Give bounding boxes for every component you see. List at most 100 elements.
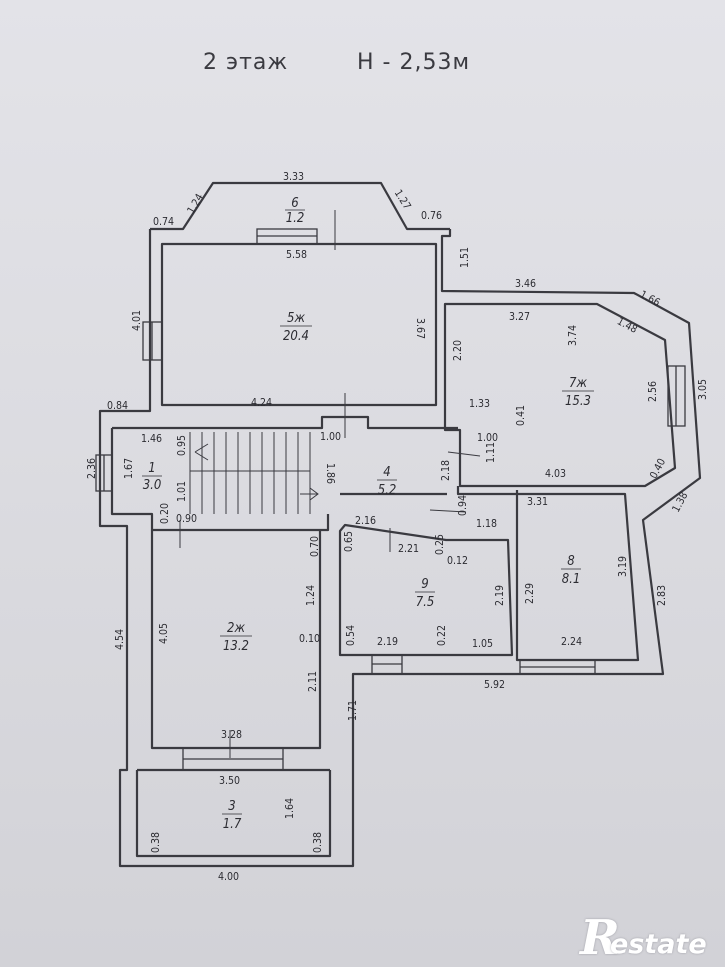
watermark-initial: R	[580, 910, 620, 966]
dim-label: 4.01	[131, 310, 143, 331]
dim-label: 2.11	[307, 671, 319, 692]
dim-label: 1.46	[141, 433, 162, 445]
room-1: 1 3.0	[142, 461, 162, 493]
room-5-number: 5ж	[287, 311, 305, 326]
dim-label: 3.74	[567, 325, 579, 346]
dim-label: 0.95	[176, 435, 188, 456]
room-3-number: 3	[228, 799, 235, 814]
dim-label: 2.20	[452, 340, 464, 361]
dim-label: 3.33	[283, 171, 304, 183]
dimension-labels: 3.33 1.24 1.27 0.74 0.76 5.58 1.51 4.01 …	[86, 171, 709, 883]
dim-label: 3.50	[219, 775, 240, 787]
dim-label: 0.40	[648, 457, 668, 481]
dim-label: 1.64	[284, 798, 296, 819]
dim-label: 1.33	[469, 398, 490, 410]
dim-label: 5.92	[484, 679, 505, 691]
wall-room-9	[338, 523, 514, 657]
dim-label: 2.19	[494, 585, 506, 606]
room-6: 6 1.2	[285, 196, 305, 226]
dim-label: 0.10	[299, 633, 320, 645]
room-5-area: 20.4	[283, 329, 309, 344]
dim-label: 0.22	[436, 625, 448, 646]
room-3-area: 1.7	[223, 817, 242, 832]
windows	[95, 228, 686, 771]
dim-label: 0.94	[457, 495, 469, 516]
room-6-number: 6	[291, 196, 298, 211]
dim-label: 2.18	[440, 460, 452, 481]
dim-label: 3.46	[515, 278, 536, 290]
dim-label: 1.00	[477, 432, 498, 444]
dim-label: 0.38	[150, 832, 162, 853]
room-8-number: 8	[567, 554, 574, 569]
dim-label: 0.54	[345, 625, 357, 646]
dim-label: 0.20	[159, 503, 171, 524]
dim-label: 3.27	[509, 311, 530, 323]
dim-label: 2.29	[524, 583, 536, 604]
wall-bay-6	[150, 181, 450, 231]
dim-label: 0.38	[312, 832, 324, 853]
door-marks	[179, 210, 481, 758]
dim-label: 2.24	[561, 636, 582, 648]
dim-label: 1.86	[324, 463, 336, 484]
wall-hall-bottom	[110, 428, 330, 532]
dim-label: 2.56	[647, 381, 659, 402]
wall-outline	[98, 229, 702, 868]
dim-label: 3.05	[697, 379, 709, 400]
dim-label: 4.24	[251, 397, 272, 409]
watermark-text: estate	[610, 929, 707, 960]
dim-label: 4.00	[218, 871, 239, 883]
wall-room-3	[135, 770, 332, 858]
dim-label: 2.16	[355, 515, 376, 527]
dim-label: 0.74	[153, 216, 174, 228]
ceiling-height-title: Н - 2,53м	[357, 50, 471, 75]
room-8-area: 8.1	[562, 572, 581, 587]
room-4-area: 5.2	[378, 483, 397, 498]
room-9: 9 7.5	[415, 577, 435, 610]
dim-label: 2.21	[398, 543, 419, 555]
dim-label: 1.48	[615, 315, 639, 335]
dim-label: 3.31	[527, 496, 548, 508]
room-5: 5ж 20.4	[280, 311, 312, 344]
dim-label: 3.28	[221, 729, 242, 741]
dim-label: 0.41	[515, 405, 527, 426]
room-3: 3 1.7	[222, 799, 242, 832]
dim-label: 2.83	[656, 585, 668, 606]
dim-label: 0.65	[343, 531, 355, 552]
dim-label: 1.38	[670, 490, 690, 514]
room-1-area: 3.0	[143, 478, 162, 493]
dim-label: 4.05	[158, 623, 170, 644]
dim-label: 0.70	[309, 536, 321, 557]
dim-label: 1.24	[305, 585, 317, 606]
room-4: 4 5.2	[377, 465, 397, 498]
dim-label: 1.18	[476, 518, 497, 530]
restate-watermark-logo: R estate	[574, 910, 724, 966]
wall-corridor-top	[112, 415, 458, 430]
dim-label: 2.36	[86, 458, 98, 479]
dim-label: 1.24	[185, 192, 206, 216]
dim-label: 1.11	[485, 442, 497, 463]
room-4-number: 4	[383, 465, 390, 480]
room-6-area: 1.2	[286, 211, 305, 226]
room-7: 7ж 15.3	[562, 376, 594, 409]
floor-title: 2 этаж	[203, 50, 289, 75]
dim-label: 3.67	[414, 318, 426, 339]
dim-label: 0.84	[107, 400, 128, 412]
dim-label: 0.25	[434, 534, 446, 555]
dim-label: 5.58	[286, 249, 307, 261]
room-2-area: 13.2	[223, 639, 249, 654]
room-9-area: 7.5	[416, 595, 435, 610]
dim-label: 1.71	[347, 700, 359, 721]
dim-label: 1.67	[123, 458, 135, 479]
dim-label: 1.00	[320, 431, 341, 443]
room-7-number: 7ж	[569, 376, 587, 391]
wall-room-8	[456, 486, 640, 662]
dim-label: 4.03	[545, 468, 566, 480]
room-9-number: 9	[421, 577, 428, 592]
room-1-number: 1	[148, 461, 155, 476]
dim-label: 1.05	[472, 638, 493, 650]
dim-label: 1.51	[459, 247, 471, 268]
room-2-number: 2ж	[227, 621, 245, 636]
dim-label: 1.01	[176, 481, 188, 502]
dim-label: 2.19	[377, 636, 398, 648]
